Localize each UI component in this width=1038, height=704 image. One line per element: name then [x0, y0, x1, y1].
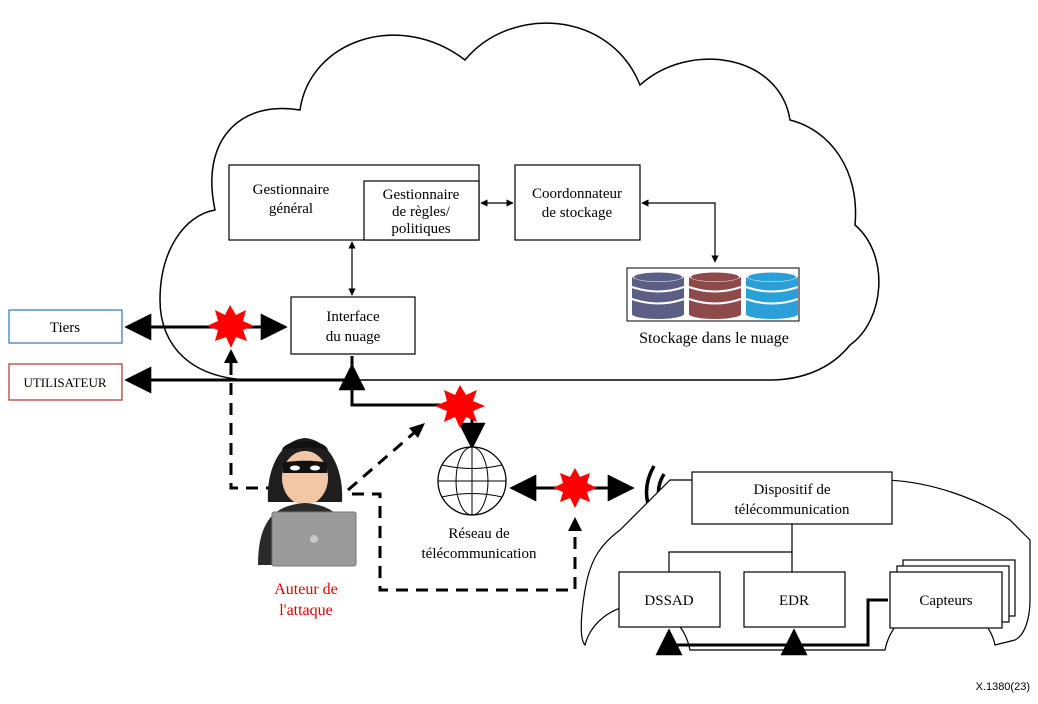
third-party-label: Tiers: [50, 320, 80, 336]
telecom-device-box: [691, 471, 893, 525]
arrow-coordinator-storage: [641, 199, 719, 263]
user-box: [8, 363, 123, 401]
cloud-storage-label: Stockage dans le nuage: [639, 330, 789, 347]
attack-burst-icon: [207, 305, 254, 348]
figure-code: X.1380(23): [976, 681, 1030, 693]
attack-burst-icon: [553, 468, 597, 508]
arrow-sensors-dssad: [655, 598, 888, 656]
storage-coordinator-box: [514, 164, 641, 241]
edr-label: EDR: [779, 593, 809, 609]
cloud-interface-box: [290, 296, 416, 355]
device-tree-branch: [668, 551, 793, 572]
sensors-box: [889, 571, 1003, 629]
edr-box: [743, 571, 846, 628]
third-party-box: [8, 309, 123, 344]
user-label: UTILISATEUR: [23, 375, 106, 390]
globe-icon: [437, 446, 507, 516]
database-icon-2: [688, 270, 742, 319]
sensors-label: Capteurs: [919, 593, 972, 609]
attack-burst-icon: [435, 385, 485, 428]
rules-manager-box: [363, 180, 480, 241]
dssad-label: DSSAD: [644, 593, 693, 609]
attack-path-network: [347, 430, 416, 492]
attacker-icon: [258, 438, 357, 567]
database-icon-1: [631, 270, 685, 319]
arrow-interface-network: [338, 363, 486, 450]
attack-path-wireless: [352, 492, 577, 592]
database-icon-3: [745, 270, 799, 319]
dssad-box: [618, 571, 721, 628]
